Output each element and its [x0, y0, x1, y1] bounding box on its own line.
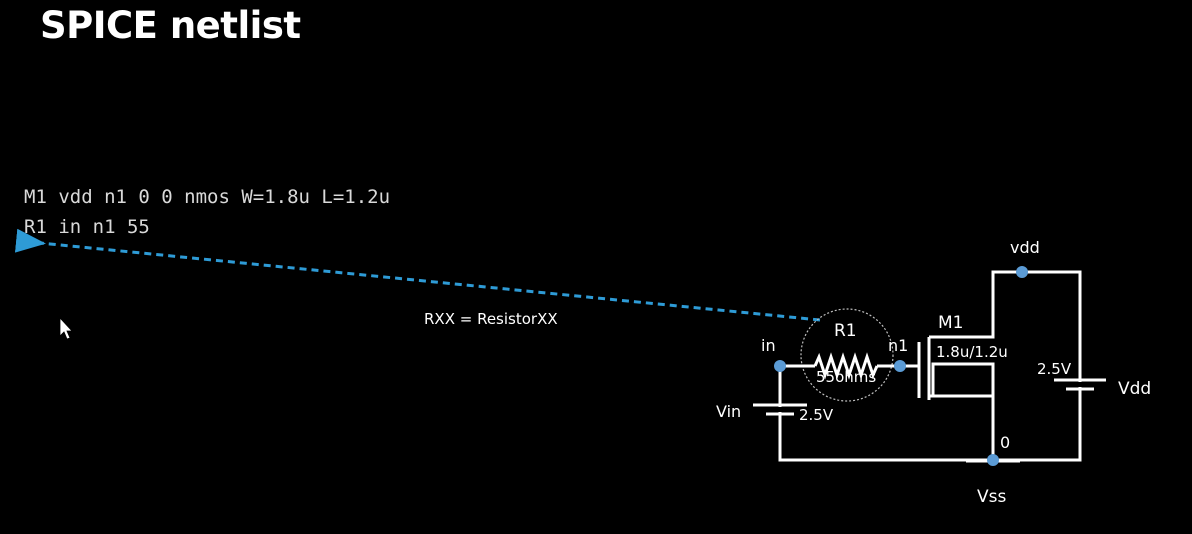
label-vin-name: Vin: [716, 402, 741, 421]
mouse-pointer-icon: [59, 316, 73, 340]
slide-title: SPICE netlist: [40, 4, 301, 47]
label-r1-name: R1: [834, 321, 857, 341]
label-vin-value: 2.5V: [799, 406, 834, 424]
label-vdd-source-name: Vdd: [1118, 379, 1151, 399]
label-vss: Vss: [977, 487, 1006, 507]
label-vdd: vdd: [1010, 238, 1040, 257]
node-in: [774, 360, 786, 372]
label-r1-value: 55ohms: [816, 368, 876, 386]
label-in: in: [761, 336, 776, 355]
node-vdd: [1016, 266, 1028, 278]
node-ground: [987, 454, 999, 466]
annotation-arrow: [14, 228, 821, 322]
m1-drain-wire: [929, 270, 1082, 462]
label-vdd-source-value: 2.5V: [1037, 360, 1072, 378]
resistor-r1-zigzag: [813, 352, 879, 380]
m1-body-box: [931, 362, 995, 398]
r1-highlight-circle: [800, 308, 894, 402]
label-n1: n1: [888, 336, 908, 355]
label-m1-size: 1.8u/1.2u: [936, 343, 1008, 361]
label-ground-node: 0: [1000, 433, 1010, 452]
netlist-line-m1: M1 vdd n1 0 0 nmos W=1.8u L=1.2u: [24, 186, 391, 208]
m1-source-wire: [929, 394, 995, 460]
wire-in-ground: [778, 366, 993, 462]
label-m1-name: M1: [938, 313, 963, 333]
node-n1: [894, 360, 906, 372]
annotation-text: RXX = ResistorXX: [424, 310, 558, 328]
